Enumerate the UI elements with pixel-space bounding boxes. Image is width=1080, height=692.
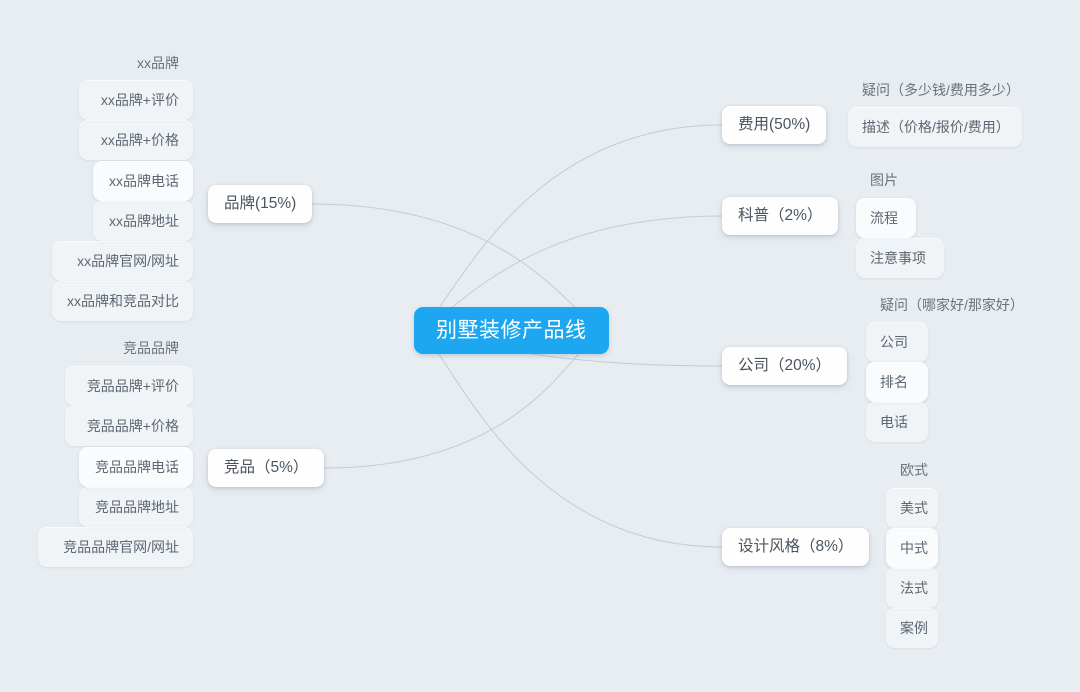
leaf-node[interactable]: xx品牌+价格 (79, 120, 193, 160)
leaf-node-label: 竞品品牌电话 (95, 459, 179, 475)
leaf-node-label: 描述（价格/报价/费用） (862, 119, 1010, 135)
leaf-node-label: 美式 (900, 500, 928, 516)
branch-node-label: 科普（2%） (738, 207, 823, 225)
leaf-node-label: 竞品品牌地址 (95, 499, 179, 515)
leaf-node[interactable]: xx品牌官网/网址 (52, 241, 193, 281)
branch-node-brand[interactable]: 品牌(15%) (208, 185, 313, 223)
leaf-node[interactable]: 竞品品牌官网/网址 (38, 527, 193, 567)
leaf-node[interactable]: 竞品品牌+评价 (65, 366, 193, 406)
leaf-node[interactable]: 注意事项 (856, 238, 944, 278)
leaf-node[interactable]: 疑问（多少钱/费用多少） (848, 70, 1028, 110)
leaf-node-label: 法式 (900, 580, 928, 596)
leaf-node-label: 疑问（哪家好/那家好） (880, 297, 1024, 313)
leaf-node-label: xx品牌和竞品对比 (67, 293, 179, 309)
leaf-node-label: 疑问（多少钱/费用多少） (862, 82, 1020, 98)
leaf-node[interactable]: 法式 (886, 568, 938, 608)
leaf-node[interactable]: 公司 (866, 322, 928, 362)
branch-node-label: 公司（20%） (738, 357, 832, 375)
leaf-node[interactable]: 疑问（哪家好/那家好） (866, 285, 1036, 325)
root-node-label: 别墅装修产品线 (436, 319, 587, 342)
leaf-node-label: 中式 (900, 540, 928, 556)
leaf-node[interactable]: xx品牌和竞品对比 (52, 281, 193, 321)
leaf-node-label: xx品牌 (137, 55, 179, 71)
leaf-node-label: 注意事项 (870, 250, 926, 266)
leaf-node[interactable]: 流程 (856, 198, 916, 238)
branch-node-label: 费用(50%) (738, 116, 811, 134)
leaf-node[interactable]: xx品牌地址 (93, 201, 193, 241)
branch-node-company[interactable]: 公司（20%） (722, 347, 848, 385)
leaf-node-label: xx品牌+价格 (100, 132, 179, 148)
leaf-node-label: 流程 (870, 210, 898, 226)
leaf-node[interactable]: 电话 (866, 402, 928, 442)
leaf-node[interactable]: 竞品品牌 (95, 328, 193, 368)
leaf-node[interactable]: 竞品品牌电话 (79, 447, 193, 487)
leaf-node-label: 竞品品牌+价格 (86, 418, 179, 434)
leaf-node-label: 电话 (880, 414, 908, 430)
root-node[interactable]: 别墅装修产品线 (414, 307, 609, 354)
branch-node-label: 品牌(15%) (224, 195, 297, 213)
leaf-node[interactable]: 案例 (886, 608, 938, 648)
leaf-node[interactable]: xx品牌电话 (93, 161, 193, 201)
branch-node-style[interactable]: 设计风格（8%） (722, 528, 870, 566)
leaf-node-label: 竞品品牌官网/网址 (63, 539, 179, 555)
leaf-node-label: 竞品品牌 (123, 340, 179, 356)
leaf-node-label: 竞品品牌+评价 (86, 378, 179, 394)
leaf-node-label: 案例 (900, 620, 928, 636)
leaf-node-label: xx品牌电话 (109, 173, 179, 189)
leaf-node[interactable]: 美式 (886, 488, 938, 528)
branch-node-knowledge[interactable]: 科普（2%） (722, 197, 839, 235)
leaf-node-label: xx品牌官网/网址 (77, 253, 179, 269)
leaf-node-label: xx品牌地址 (109, 213, 179, 229)
branch-node-label: 竞品（5%） (224, 459, 309, 477)
leaf-node[interactable]: 描述（价格/报价/费用） (848, 107, 1022, 147)
leaf-node-label: xx品牌+评价 (100, 92, 179, 108)
leaf-node[interactable]: 竞品品牌地址 (79, 487, 193, 527)
leaf-node-label: 排名 (880, 374, 908, 390)
branch-node-competitor[interactable]: 竞品（5%） (208, 449, 325, 487)
leaf-node[interactable]: 排名 (866, 362, 928, 402)
leaf-node[interactable]: xx品牌 (109, 43, 193, 83)
branch-node-label: 设计风格（8%） (738, 538, 854, 556)
leaf-node[interactable]: xx品牌+评价 (79, 80, 193, 120)
leaf-node[interactable]: 图片 (856, 160, 916, 200)
leaf-node-label: 图片 (870, 172, 898, 188)
leaf-node-label: 欧式 (900, 462, 928, 478)
leaf-node[interactable]: 中式 (886, 528, 938, 568)
leaf-node-label: 公司 (880, 334, 908, 350)
leaf-node[interactable]: 竞品品牌+价格 (65, 406, 193, 446)
branch-node-cost[interactable]: 费用(50%) (722, 106, 827, 144)
leaf-node[interactable]: 欧式 (886, 450, 938, 490)
